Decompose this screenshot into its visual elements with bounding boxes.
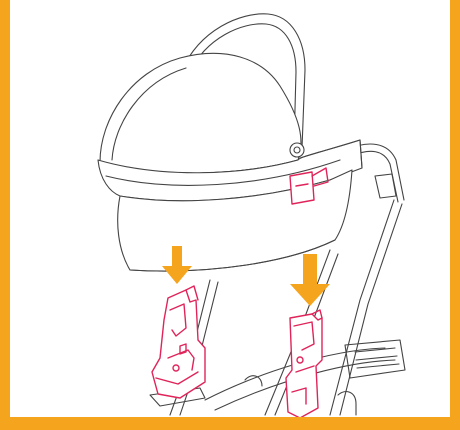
orange-frame — [0, 0, 460, 430]
instruction-illustration — [0, 0, 460, 430]
